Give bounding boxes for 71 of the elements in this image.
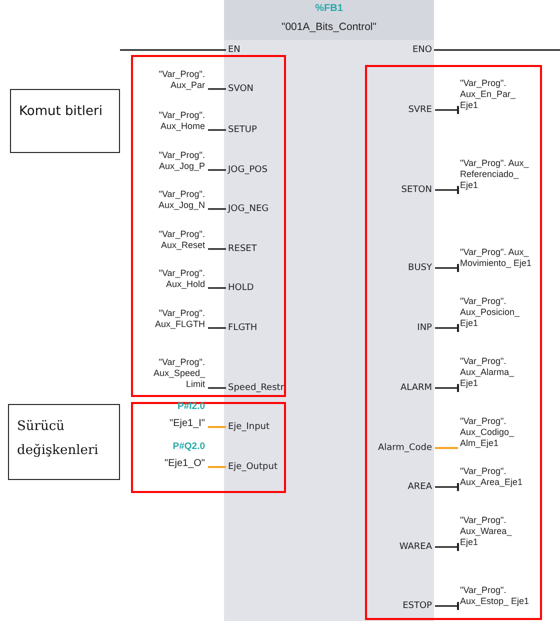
variable-label: "Var_Prog". Aux_Warea_ Eje1 xyxy=(460,515,532,548)
wire xyxy=(208,208,226,210)
wire xyxy=(208,426,226,428)
pin-label: JOG_POS xyxy=(228,163,268,177)
pin-label: WAREA xyxy=(399,540,432,554)
wire xyxy=(120,49,226,51)
variable-label: "Var_Prog". Aux_Home xyxy=(139,110,205,132)
wire xyxy=(208,327,226,329)
pin-label: Eje_Output xyxy=(228,460,278,474)
wire xyxy=(435,384,459,392)
address-label: P#I2.0 xyxy=(176,401,205,413)
variable-label: "Var_Prog". Aux_Alarma_ Eje1 xyxy=(460,356,532,389)
highlight-frame xyxy=(365,65,542,620)
wire xyxy=(435,543,459,551)
pin-label: FLGTH xyxy=(228,321,258,335)
variable-label: "Var_Prog". Aux_Par xyxy=(139,69,205,91)
wire xyxy=(434,49,560,51)
variable-label: "Var_Prog". Aux_Reset xyxy=(139,229,205,251)
pin-label: SVON xyxy=(228,82,254,96)
variable-label: "Var_Prog". Aux_En_Par_ Eje1 xyxy=(460,78,532,111)
wire xyxy=(208,387,226,389)
highlight-frame xyxy=(131,55,286,397)
block-number: %FB1 xyxy=(314,3,344,14)
highlight-frame xyxy=(131,402,286,493)
variable-label: "Var_Prog". Aux_Area_Eje1 xyxy=(460,466,532,488)
wire xyxy=(435,324,459,332)
pin-label: HOLD xyxy=(228,281,254,295)
wire xyxy=(435,186,459,194)
wire xyxy=(208,466,226,468)
pin-label: ESTOP xyxy=(402,599,432,613)
variable-label: "Var_Prog". Aux_ Referenciado_ Eje1 xyxy=(460,158,532,191)
annotation-box: Komut bitleri xyxy=(10,89,120,153)
wire xyxy=(435,264,459,272)
pin-label: SETUP xyxy=(228,123,257,137)
wire xyxy=(208,248,226,250)
wire xyxy=(208,169,226,171)
variable-label: "Var_Prog". Aux_Jog_P xyxy=(139,150,205,172)
variable-label: "Var_Prog". Aux_FLGTH xyxy=(139,308,205,330)
pin-label: ENO xyxy=(412,43,432,57)
variable-label: "Eje1_O" xyxy=(164,458,205,470)
wire xyxy=(435,106,459,114)
pin-label: JOG_NEG xyxy=(228,202,269,216)
wire xyxy=(435,447,458,449)
annotation-box: Sürücü değişkenleri xyxy=(8,404,120,480)
variable-label: "Var_Prog". Aux_Estop_ Eje1 xyxy=(460,585,532,607)
variable-label: "Var_Prog". Aux_ Movimiento_ Eje1 xyxy=(460,247,532,269)
variable-label: "Var_Prog". Aux_Hold xyxy=(139,268,205,290)
pin-label: SVRE xyxy=(408,103,432,117)
block-name: "001A_Bits_Control" xyxy=(280,21,378,33)
pin-label: INP xyxy=(417,321,432,335)
pin-label: Eje_Input xyxy=(228,420,270,434)
pin-label: SETON xyxy=(401,183,432,197)
function-block xyxy=(224,0,434,621)
wire xyxy=(435,602,459,610)
variable-label: "Var_Prog". Aux_Jog_N xyxy=(139,189,205,211)
wire xyxy=(208,88,226,90)
variable-label: "Var_Prog". Aux_Codigo_ Alm_Eje1 xyxy=(460,416,532,449)
pin-label: BUSY xyxy=(408,261,432,275)
wire xyxy=(435,483,459,491)
wire xyxy=(208,287,226,289)
variable-label: "Var_Prog". Aux_Speed_ Limit xyxy=(139,357,205,390)
pin-label: EN xyxy=(228,43,240,57)
pin-label: Speed_Restr xyxy=(228,381,284,395)
pin-label: ALARM xyxy=(400,381,432,395)
wire xyxy=(208,129,226,131)
variable-label: "Eje1_I" xyxy=(168,418,205,430)
pin-label: Alarm_Code xyxy=(378,441,432,455)
pin-label: RESET xyxy=(228,242,257,256)
pin-label: AREA xyxy=(408,480,432,494)
address-label: P#Q2.0 xyxy=(172,441,205,453)
variable-label: "Var_Prog". Aux_Posicion_ Eje1 xyxy=(460,296,532,329)
